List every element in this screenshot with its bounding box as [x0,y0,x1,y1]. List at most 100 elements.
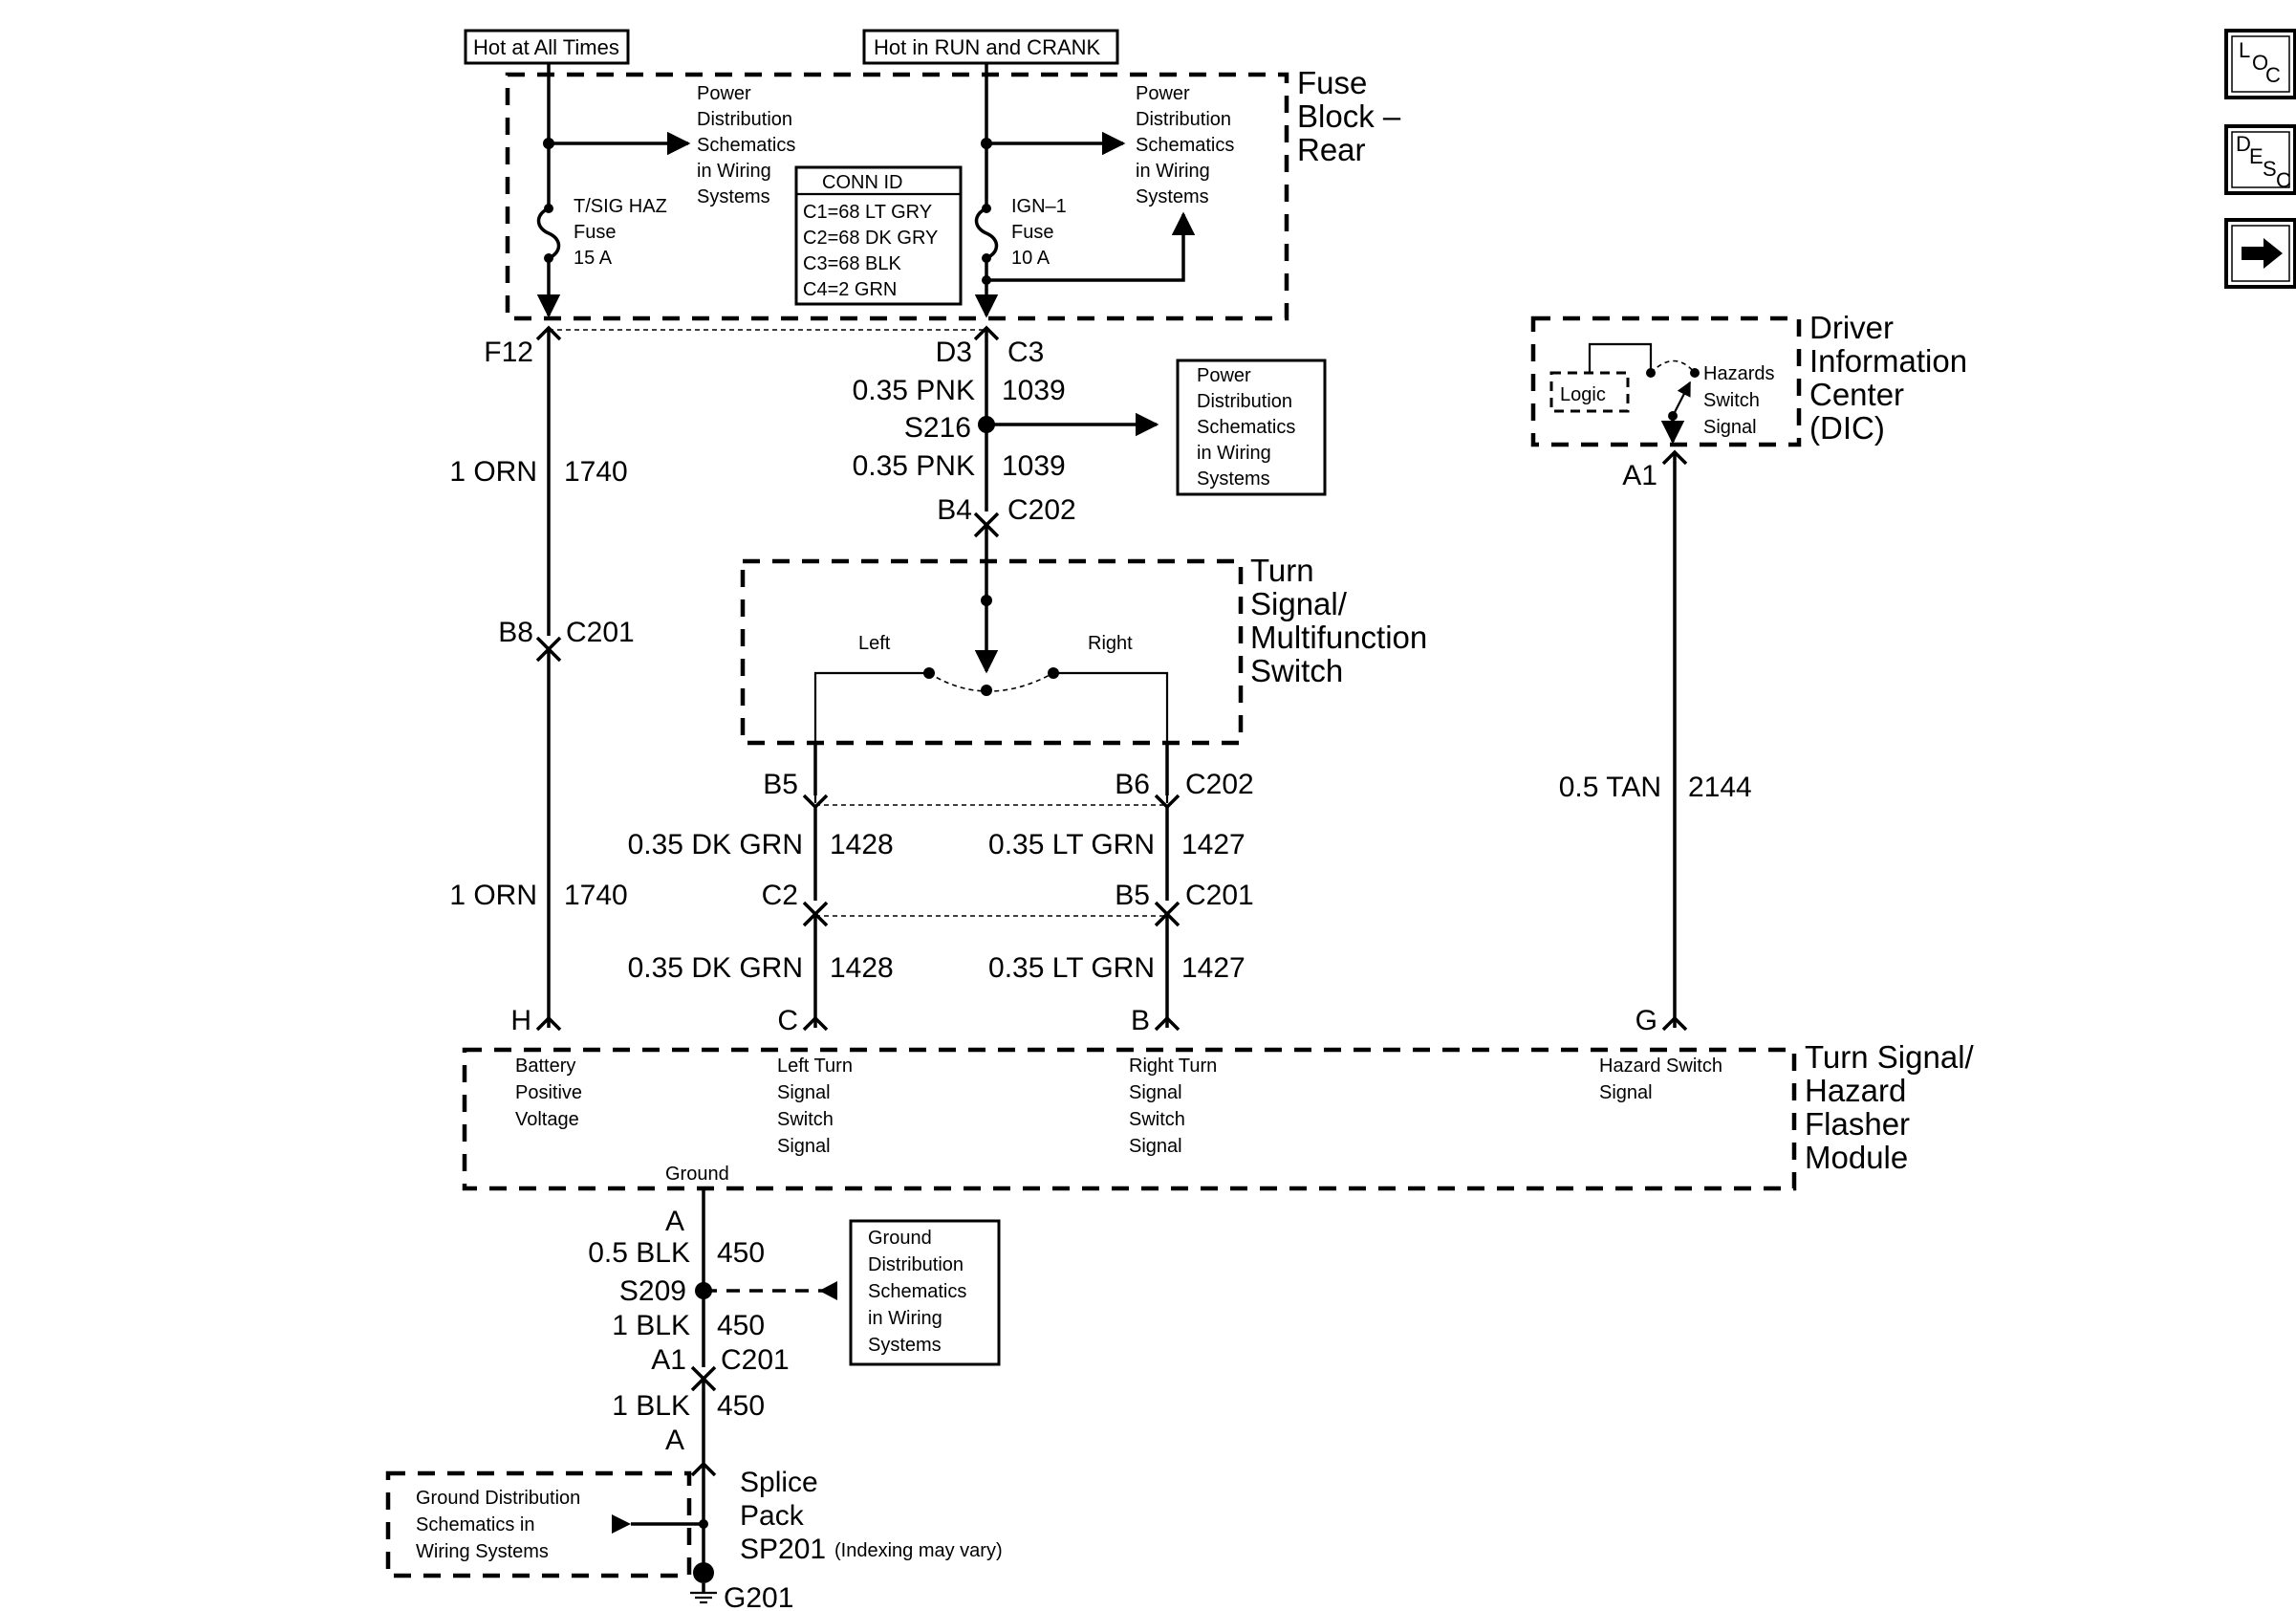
svg-text:B5: B5 [1115,880,1150,911]
svg-text:0.5 BLK: 0.5 BLK [588,1237,690,1269]
svg-text:Distribution: Distribution [697,109,792,130]
svg-text:Signal: Signal [777,1082,831,1103]
svg-text:450: 450 [717,1390,765,1422]
svg-text:Hazard: Hazard [1805,1073,1906,1108]
svg-text:B8: B8 [498,617,533,648]
svg-text:S209: S209 [619,1275,686,1307]
svg-text:Switch: Switch [1250,653,1343,688]
flasher-pin-labels: Battery Positive Voltage Left Turn Signa… [515,1056,1722,1185]
svg-text:0.35 PNK: 0.35 PNK [853,375,975,406]
svg-text:1 ORN: 1 ORN [449,456,537,488]
svg-text:C: C [2276,168,2291,192]
svg-text:Systems: Systems [868,1335,942,1356]
svg-text:C3: C3 [1007,337,1044,368]
svg-text:Signal: Signal [1129,1082,1182,1103]
svg-text:1740: 1740 [564,456,628,488]
svg-text:1427: 1427 [1181,829,1245,860]
svg-text:Information: Information [1809,343,1967,379]
splice-pack-sp201: Splice Pack SP201 (Indexing may vary) Gr… [385,1467,1003,1583]
svg-text:Hot in RUN and CRANK: Hot in RUN and CRANK [874,35,1101,59]
svg-text:Schematics in: Schematics in [416,1514,535,1535]
svg-text:C3=68 BLK: C3=68 BLK [803,253,902,274]
desc-button[interactable]: D E S C [2224,124,2296,195]
svg-text:C4=2 GRN: C4=2 GRN [803,279,897,300]
svg-text:(Indexing may vary): (Indexing may vary) [834,1540,1003,1561]
next-button[interactable] [2224,218,2296,289]
svg-text:B: B [1131,1005,1150,1036]
svg-text:Voltage: Voltage [515,1109,579,1130]
svg-text:1428: 1428 [830,952,894,984]
svg-text:1 BLK: 1 BLK [612,1310,690,1341]
svg-text:(DIC): (DIC) [1809,410,1885,446]
svg-text:450: 450 [717,1310,765,1341]
svg-text:Rear: Rear [1297,132,1366,167]
svg-text:10 A: 10 A [1011,248,1051,269]
pd-link-left: Power Distribution Schematics in Wiring … [697,83,795,207]
loc-button[interactable]: L O C [2224,29,2296,99]
circuit-2144-labels: A1 0.5 TAN 2144 G [1559,460,1752,1036]
svg-text:C201: C201 [721,1344,790,1376]
svg-text:C2: C2 [762,880,798,911]
svg-text:Power: Power [1197,365,1251,386]
svg-text:C2=68 DK GRY: C2=68 DK GRY [803,228,938,249]
svg-text:A1: A1 [651,1344,686,1376]
svg-text:450: 450 [717,1237,765,1269]
circuit-1740 [535,325,562,1032]
svg-text:Distribution: Distribution [1136,109,1231,130]
svg-text:Flasher: Flasher [1805,1106,1910,1142]
svg-text:15 A: 15 A [574,248,613,269]
svg-text:A: A [665,1206,684,1237]
svg-text:Signal: Signal [777,1136,831,1157]
svg-text:D: D [2236,132,2251,156]
circuit-1427 [1154,743,1180,1032]
svg-text:Right Turn: Right Turn [1129,1056,1217,1077]
svg-text:C201: C201 [1185,880,1254,911]
svg-text:Logic: Logic [1560,384,1606,405]
svg-text:A: A [665,1425,684,1456]
svg-text:Hazards: Hazards [1703,363,1774,384]
circuit-2144 [1661,449,1688,1032]
svg-text:1 BLK: 1 BLK [612,1390,690,1422]
svg-text:Switch: Switch [777,1109,834,1130]
svg-text:F12: F12 [484,337,533,368]
svg-text:IGN–1: IGN–1 [1011,196,1067,217]
svg-text:in Wiring: in Wiring [1136,161,1210,182]
svg-text:Driver: Driver [1809,310,1894,345]
svg-text:Positive: Positive [515,1082,582,1103]
svg-text:Ground Distribution: Ground Distribution [416,1488,580,1509]
turn-signal-hazard-flasher-module: Turn Signal/ Hazard Flasher Module [462,1039,1975,1191]
pd-box-s216: Power Distribution Schematics in Wiring … [1176,359,1327,496]
circuit-1740-labels: F12 1 ORN 1740 B8 C201 1 ORN 1740 H [449,337,634,1036]
svg-text:Hazard Switch: Hazard Switch [1599,1056,1722,1077]
svg-text:0.5 TAN: 0.5 TAN [1559,772,1661,803]
svg-text:Fuse: Fuse [1011,222,1053,243]
svg-text:A1: A1 [1622,460,1657,491]
svg-text:0.35 DK GRN: 0.35 DK GRN [628,829,803,860]
svg-text:D3: D3 [936,337,972,368]
svg-text:B6: B6 [1115,769,1150,800]
svg-text:Hot at All Times: Hot at All Times [473,35,619,59]
turn-wire-labels: B5 B6 C202 0.35 DK GRN 1428 0.35 LT GRN … [628,769,1254,1036]
svg-text:B5: B5 [763,769,798,800]
svg-text:T/SIG HAZ: T/SIG HAZ [574,196,667,217]
svg-text:Left Turn: Left Turn [777,1056,853,1077]
svg-text:Turn Signal/: Turn Signal/ [1805,1039,1975,1075]
svg-text:Fuse: Fuse [574,222,616,243]
svg-text:SP201: SP201 [740,1534,826,1565]
svg-text:2144: 2144 [1688,772,1752,803]
svg-text:C202: C202 [1185,769,1254,800]
svg-text:C: C [777,1005,798,1036]
svg-text:0.35 DK GRN: 0.35 DK GRN [628,952,803,984]
svg-text:C1=68 LT GRY: C1=68 LT GRY [803,202,932,223]
svg-text:Left: Left [858,633,891,654]
svg-text:S: S [2263,157,2277,181]
svg-text:CONN ID: CONN ID [822,172,902,193]
svg-text:0.35 PNK: 0.35 PNK [853,450,975,482]
svg-text:Schematics: Schematics [1197,417,1295,438]
svg-text:S216: S216 [904,412,971,444]
svg-text:Splice: Splice [740,1467,818,1498]
svg-text:in Wiring: in Wiring [868,1308,942,1329]
svg-text:0.35 LT GRN: 0.35 LT GRN [988,829,1155,860]
svg-text:C202: C202 [1007,494,1076,526]
